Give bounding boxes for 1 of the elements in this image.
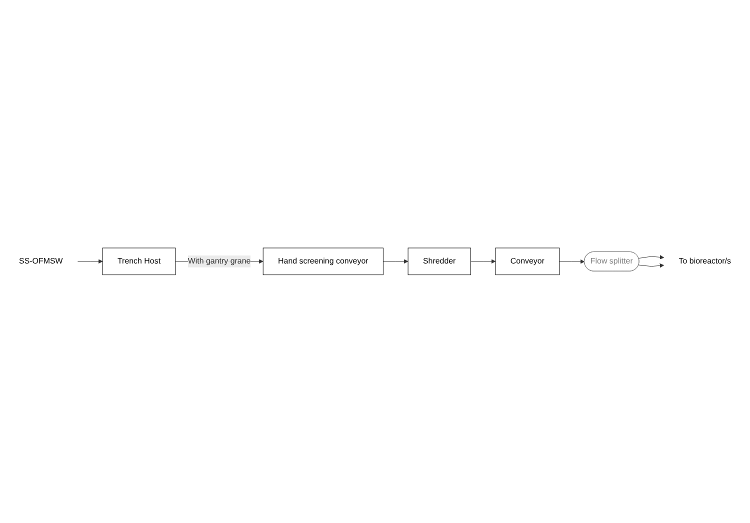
arrow bbox=[559, 259, 585, 264]
